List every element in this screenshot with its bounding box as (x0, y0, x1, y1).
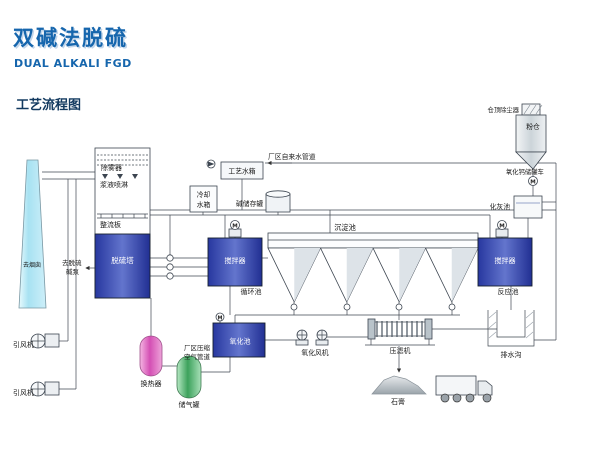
truck (435, 375, 493, 403)
tap-water-pipe-label: 厂区自来水管道 (268, 152, 316, 161)
chimney-label: 去烟囱 (23, 261, 41, 269)
motor-icon (528, 176, 538, 186)
rectifier-label: 整流板 (100, 220, 121, 229)
gypsum-pile: 石膏 (371, 375, 427, 406)
process-water-tank: 工艺水箱 厂区自来水管道 (206, 152, 316, 180)
dust-collector-label: 仓顶除尘器 (488, 105, 520, 114)
process-water-label: 工艺水箱 (228, 167, 255, 176)
drain-label: 排水沟 (501, 350, 522, 359)
pump-icon (166, 263, 174, 271)
slaking-pool-label: 化灰池 (490, 202, 511, 211)
demister-label: 除雾器 (101, 163, 122, 172)
wheel-icon (452, 393, 462, 403)
to-pump-label-2: 碱泵 (66, 268, 80, 276)
gas-storage-tank: 储气罐 厂区压缩 空气管道 (176, 343, 211, 409)
motor-icon (230, 220, 240, 230)
wheel-icon (465, 393, 475, 403)
cooling-label-1: 冷却 (197, 190, 211, 199)
motor-icon (497, 220, 507, 230)
pump-icon (395, 303, 403, 311)
to-pump-label-1: 去脱硫 (62, 258, 82, 267)
drainage-ditch: 排水沟 (487, 310, 535, 359)
pump-icon (166, 254, 174, 262)
page-subtitle: DUAL ALKALI FGD (14, 57, 132, 70)
filter-press-label: 压滤机 (390, 346, 411, 355)
lime-truck-label: 氧化钙储罐车 (506, 167, 544, 176)
lime-slaking-pool: 化灰池 (490, 195, 543, 219)
spray-nozzle-icon (117, 174, 123, 179)
gypsum-label: 石膏 (391, 397, 405, 406)
agitator-right-label: 搅拌器 (495, 256, 516, 265)
dust-collector-icon (523, 104, 543, 115)
powder-silo-label: 粉仓 (526, 122, 540, 131)
settling-pool-label: 沉淀池 (334, 223, 356, 232)
compressed-air-label-1: 厂区压缩 (184, 343, 211, 352)
desulfurization-tower: 除雾器 浆液喷淋 整流板 脱硫塔 去脱硫 碱泵 (62, 147, 174, 299)
fan-icon (31, 334, 45, 348)
wheel-icon (440, 393, 450, 403)
reaction-tank: M 搅拌器 反应池 (477, 220, 533, 296)
fan-icon (31, 382, 45, 396)
settling-pool: 沉淀池 (267, 223, 479, 311)
wheel-icon (482, 393, 492, 403)
oxidation-pool-label: 氧化池 (230, 337, 251, 346)
pump-icon (208, 161, 215, 167)
section-label: 工艺流程图 (16, 98, 82, 113)
alkali-storage-label: 碱储存罐 (236, 199, 263, 208)
page-title: 双碱法脱硫 (13, 26, 128, 50)
motor-m-label: M (499, 224, 504, 230)
induced-draft-fan-bottom: 引风机 (13, 381, 60, 397)
motor-m-label: M (218, 316, 223, 322)
spray-nozzle-icon (102, 174, 108, 179)
oxidation-fan-label: 氧化风机 (301, 348, 328, 357)
chimney: 去烟囱 (18, 159, 47, 309)
pump-icon (343, 303, 351, 311)
cooling-label-2: 水箱 (197, 200, 211, 209)
induced-draft-fan-top: 引风机 (13, 333, 60, 349)
fan-bottom-label: 引风机 (13, 388, 34, 397)
circulation-tank: M 搅拌器 循环池 (207, 220, 263, 296)
pipes (42, 160, 557, 390)
gas-tank-label: 储气罐 (179, 400, 200, 409)
motor-m-label: M (232, 224, 237, 230)
tower-label: 脱硫塔 (111, 255, 134, 265)
reaction-pool-label: 反应池 (498, 287, 519, 296)
pump-icon (166, 272, 174, 280)
press-plates (376, 321, 423, 337)
motor-icon (215, 312, 225, 322)
heat-exchanger-label: 换热器 (141, 379, 162, 388)
pump-icon (290, 303, 298, 311)
filter-press: 压滤机 (365, 318, 435, 355)
spray-nozzle-icon (132, 174, 138, 179)
powder-silo: 仓顶除尘器 粉仓 M 氧化钙储罐车 (488, 103, 547, 186)
compressed-air-label-2: 空气管道 (184, 352, 211, 361)
oxidation-fans: 氧化风机 (295, 329, 329, 357)
spray-label: 浆液喷淋 (100, 180, 128, 189)
agitator-left-label: 搅拌器 (225, 256, 246, 265)
heat-exchanger: 换热器 (139, 335, 163, 388)
cooling-water-tank: 冷却 水箱 (189, 185, 218, 213)
alkali-storage-tank: 碱储存罐 (236, 190, 291, 213)
motor-m-label: M (530, 180, 535, 186)
fan-top-label: 引风机 (13, 340, 34, 349)
circulation-pool-label: 循环池 (241, 287, 262, 296)
oxidation-pool: M 氧化池 (212, 312, 266, 358)
pump-icon (448, 303, 456, 311)
